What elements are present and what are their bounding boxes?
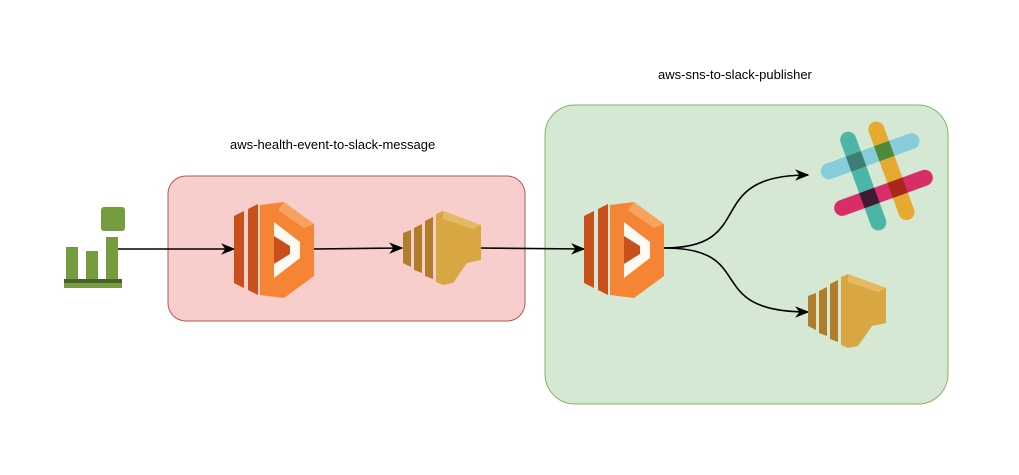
group-label-health-to-slack: aws-health-event-to-slack-message [230, 137, 436, 152]
group-label-sns-to-slack: aws-sns-to-slack-publisher [658, 67, 812, 82]
edge-lambda-to-sns [313, 242, 404, 254]
aws-lambda-icon [234, 202, 314, 298]
edge-lambda-to-sns-2 [663, 247, 810, 318]
edge-lambda-to-slack [663, 169, 810, 249]
aws-health-icon [64, 207, 125, 288]
edge-sns-to-lambda [479, 243, 586, 255]
aws-sns-icon [808, 274, 886, 348]
aws-sns-icon [403, 211, 481, 285]
aws-lambda-icon [584, 202, 664, 298]
slack-icon [820, 121, 933, 231]
